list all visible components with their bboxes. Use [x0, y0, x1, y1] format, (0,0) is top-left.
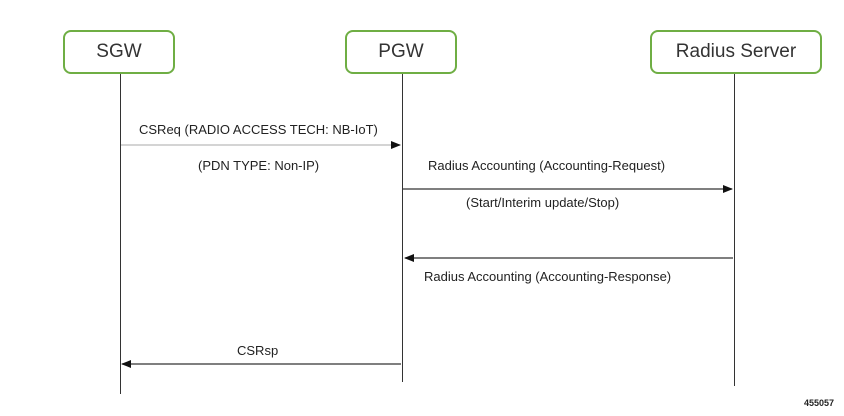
participant-pgw: PGW: [345, 30, 457, 74]
lifeline-pgw: [402, 74, 403, 382]
participant-sgw: SGW: [63, 30, 175, 74]
lifeline-sgw: [120, 74, 121, 394]
lifeline-radius-server: [734, 74, 735, 386]
label-csrsp: CSRsp: [237, 343, 279, 358]
label-accounting-request: Radius Accounting (Accounting-Request): [428, 158, 666, 173]
label-pdn-type: (PDN TYPE: Non-IP): [198, 158, 320, 173]
label-start-interim-stop: (Start/Interim update/Stop): [466, 195, 620, 210]
figure-id: 455057: [803, 398, 834, 408]
participant-radius-server: Radius Server: [650, 30, 822, 74]
label-accounting-response: Radius Accounting (Accounting-Response): [424, 269, 672, 284]
label-csreq: CSReq (RADIO ACCESS TECH: NB-IoT): [139, 122, 378, 137]
